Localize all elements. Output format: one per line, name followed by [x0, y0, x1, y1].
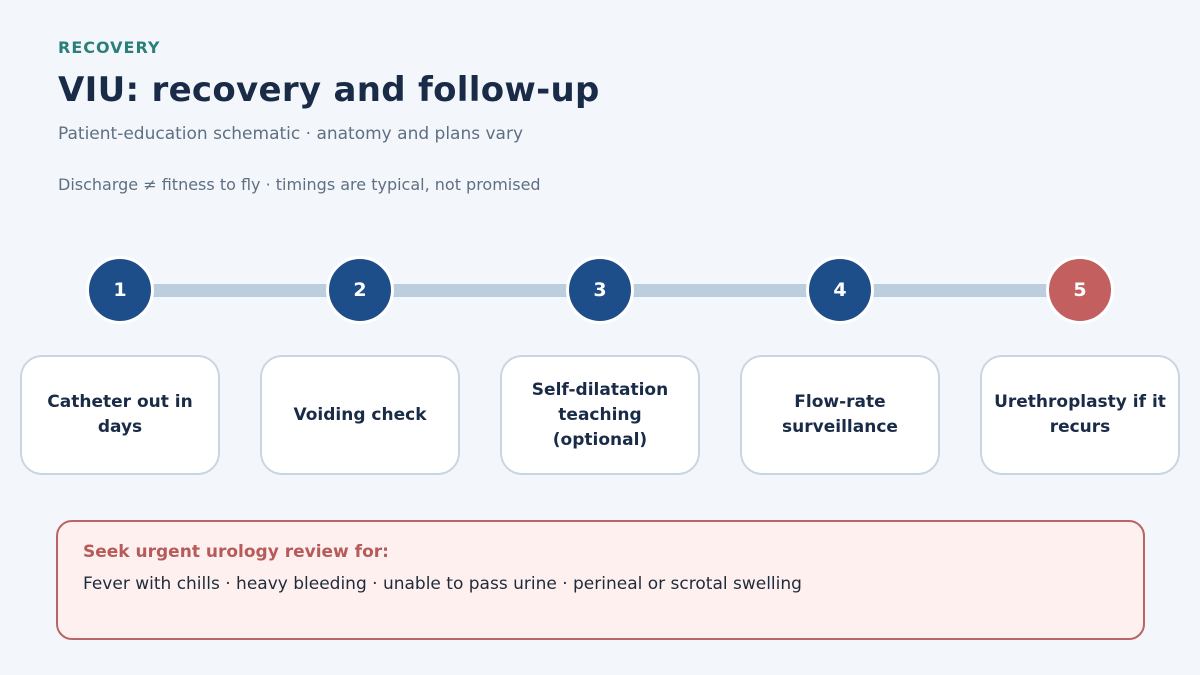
connector-2-3: [392, 284, 568, 297]
step-card-flow-rate: Flow-rate surveillance: [740, 355, 940, 475]
step-number-1: 1: [86, 256, 154, 324]
step-card-voiding-check: Voiding check: [260, 355, 460, 475]
alert-heading: Seek urgent urology review for:: [83, 542, 389, 562]
step-label: Voiding check: [293, 404, 427, 425]
step-number-5: 5: [1046, 256, 1114, 324]
urgent-review-alert: Seek urgent urology review for: Fever wi…: [56, 520, 1145, 640]
alert-symptoms: Fever with chills · heavy bleeding · una…: [83, 574, 802, 594]
step-card-urethroplasty: Urethroplasty if it recurs: [980, 355, 1180, 475]
step-label: Urethroplasty if it recurs: [994, 392, 1166, 437]
connector-4-5: [872, 284, 1048, 297]
page-subtitle: Patient-education schematic · anatomy an…: [58, 124, 524, 144]
timing-note: Discharge ≠ fitness to fly · timings are…: [58, 175, 541, 194]
step-number-4: 4: [806, 256, 874, 324]
connector-3-4: [632, 284, 808, 297]
step-card-self-dilatation: Self-dilatation teaching (optional): [500, 355, 700, 475]
page-title: VIU: recovery and follow-up: [58, 70, 600, 110]
step-number-3: 3: [566, 256, 634, 324]
step-number-2: 2: [326, 256, 394, 324]
step-label: Catheter out in days: [47, 392, 193, 437]
section-eyebrow: RECOVERY: [58, 38, 161, 57]
step-label: Self-dilatation teaching (optional): [531, 379, 669, 450]
step-card-catheter-out: Catheter out in days: [20, 355, 220, 475]
step-label: Flow-rate surveillance: [782, 392, 898, 437]
connector-1-2: [152, 284, 328, 297]
